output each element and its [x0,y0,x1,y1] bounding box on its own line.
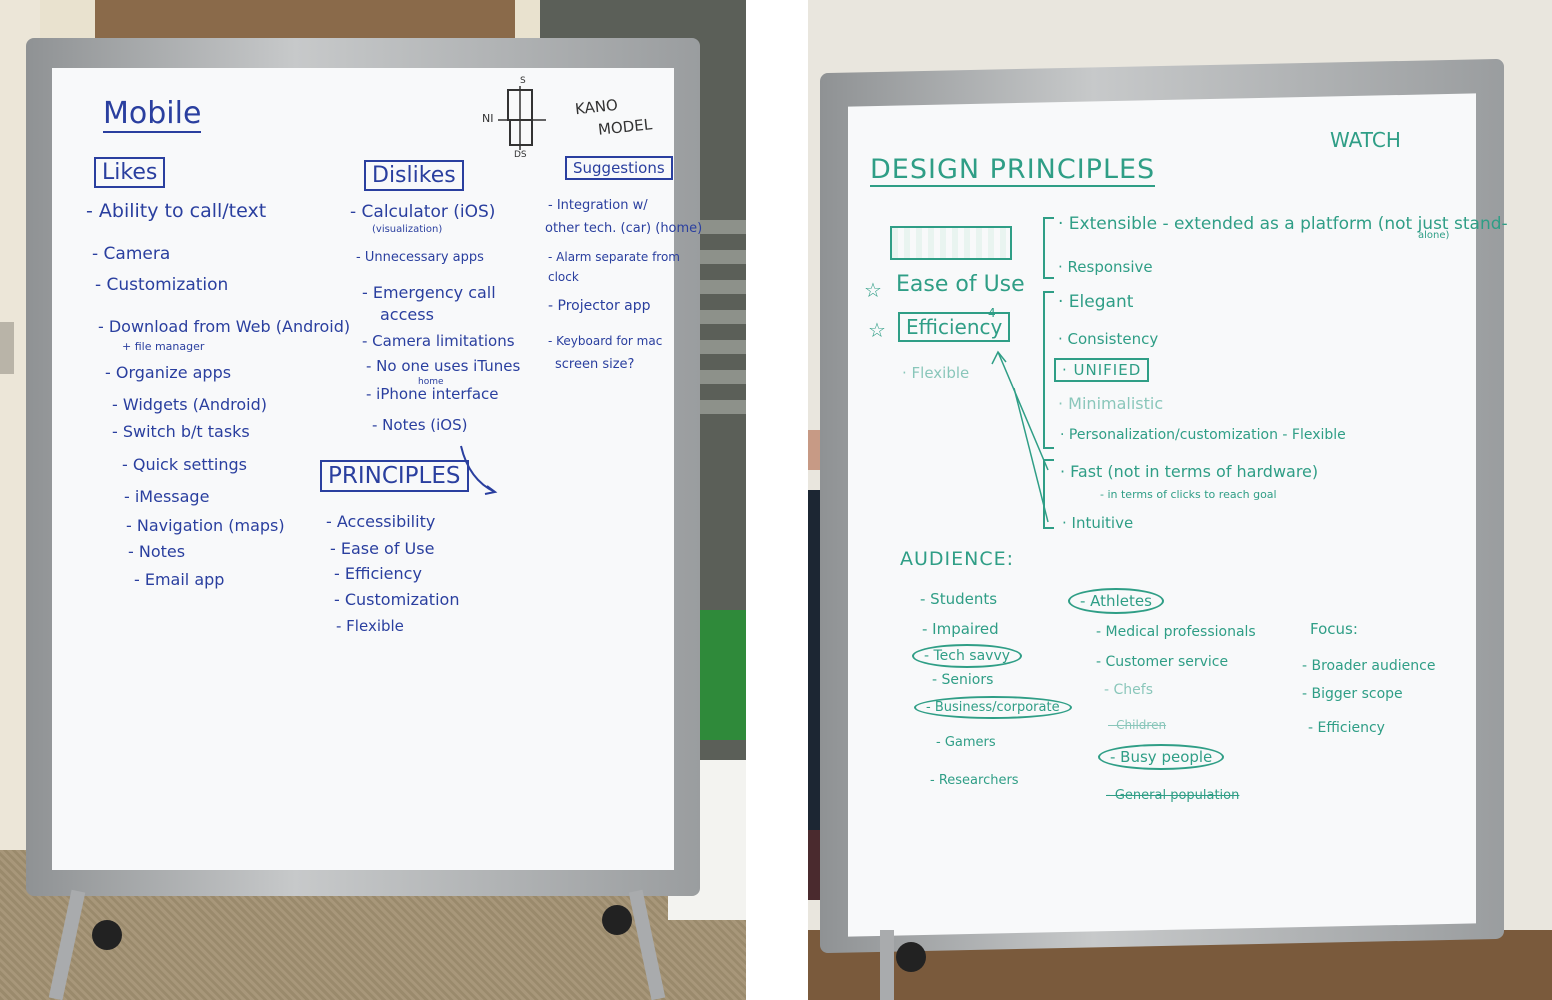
left-photo: Mobile S NI DS KANO MODEL Likes - Abilit… [0,0,746,1000]
dislikes-item: - Notes (iOS) [372,416,468,434]
board-wheel [896,942,926,972]
principle-item: · Extensible - extended as a platform (n… [1058,214,1508,234]
iphone-note: home [418,377,444,387]
principle-item: · Fast (not in terms of hardware) [1060,462,1319,481]
likes-item: - Camera [92,244,171,264]
audience-item-circled: - Business/corporate [914,696,1072,719]
arrow-icon [991,350,1049,523]
principle-item: · Consistency [1058,330,1159,348]
bracket-lines [1043,217,1054,529]
principle-item: · Minimalistic [1058,394,1164,413]
likes-item: - Ability to call/text [86,200,267,222]
dislikes-item-note: (visualization) [372,224,443,235]
audience-item: - Chefs [1104,682,1153,698]
dislikes-item-cont: access [380,305,434,324]
watch-label: WATCH [1330,128,1401,152]
dislikes-item: - No one uses iTunes [366,357,521,375]
focus-item: - Efficiency [1308,720,1385,736]
likes-item: - iMessage [124,487,210,506]
principle-item-cont: alone) [1418,230,1450,241]
likes-item: - Widgets (Android) [112,395,267,414]
audience-item-circled: - Tech savvy [912,644,1023,668]
board-leg [880,930,894,1000]
audience-item-circled: - Busy people [1098,744,1225,770]
board-wheel [602,905,632,935]
likes-header: Likes [94,157,166,188]
audience-header: AUDIENCE: [900,548,1015,570]
efficiency-superscript: 4 [988,306,996,320]
principles-header: PRINCIPLES [320,460,469,492]
efficiency-boxed: Efficiency [898,312,1011,342]
board-title: DESIGN PRINCIPLES [870,154,1156,187]
board-title: Mobile [103,96,202,133]
audience-item: - Researchers [930,773,1019,788]
audience-item: - Customer service [1096,654,1229,670]
flexible-smudged: · Flexible [902,364,970,382]
suggestions-item-cont: other tech. (car) (home) [545,221,703,236]
door [95,0,515,40]
dislikes-header: Dislikes [364,160,464,191]
wall-outlet [0,322,14,374]
likes-item: - Email app [134,570,225,589]
ease-of-use: Ease of Use [896,272,1025,297]
kano-ds-label: DS [514,150,527,160]
dislikes-item: - Calculator (iOS) [350,202,496,222]
kano-ni-label: NI [482,112,494,125]
likes-item: - Switch b/t tasks [112,422,250,441]
star-icon: ☆ [864,278,882,302]
likes-item: - Download from Web (Android) [98,317,351,336]
suggestions-item: - Integration w/ [548,198,648,213]
principle-item-unified: · UNIFIED [1054,358,1150,382]
audience-item: - Students [920,590,998,608]
principle-item: · Personalization/customization - Flexib… [1060,427,1346,443]
suggestions-item: - Projector app [548,298,651,314]
dislikes-item: - Emergency call [362,283,496,302]
likes-item: - Customization [95,275,229,295]
principle-item: · Elegant [1058,292,1134,312]
likes-item: - Navigation (maps) [126,516,285,535]
likes-item-note: + file manager [122,340,205,353]
principle-item-note: - in terms of clicks to reach goal [1100,488,1277,501]
right-photo: DESIGN PRINCIPLES WATCH ☆ Ease of Use ☆ … [808,0,1552,1000]
principles-item: - Customization [334,590,460,609]
redacted-word [890,226,1012,260]
focus-header: Focus: [1310,620,1358,638]
kano-sketch [498,86,546,150]
principles-item: - Efficiency [334,564,422,583]
audience-item-struck: - General population [1106,788,1240,803]
audience-item: - Medical professionals [1096,624,1256,640]
star-icon: ☆ [868,318,886,342]
focus-item: - Bigger scope [1302,686,1403,702]
suggestions-item-cont: clock [548,270,579,284]
principle-item: · Intuitive [1062,514,1134,532]
suggestions-item: - Alarm separate from [548,250,680,264]
audience-item-circled: - Athletes [1068,588,1164,614]
dislikes-item: - Unnecessary apps [356,250,484,265]
principle-item: · Responsive [1058,258,1153,276]
audience-item: - Gamers [936,735,996,750]
suggestions-item-cont: screen size? [555,357,635,372]
focus-item: - Broader audience [1302,658,1436,674]
principles-item: - Flexible [336,617,404,635]
dislikes-item: - iPhone interface [366,385,499,403]
board-wheel [92,920,122,950]
audience-item-struck: - Children [1108,718,1167,732]
principles-item: - Accessibility [326,512,436,531]
whiteboard-left [52,68,674,870]
likes-item: - Organize apps [105,363,232,382]
principles-item: - Ease of Use [330,539,435,558]
likes-item: - Quick settings [122,455,247,474]
dislikes-item: - Camera limitations [362,332,515,350]
suggestions-header: Suggestions [565,156,673,180]
audience-item: - Seniors [932,672,994,688]
suggestions-item: - Keyboard for mac [548,334,663,348]
kano-s-label: S [520,76,526,86]
likes-item: - Notes [128,542,186,561]
arrow-icon [460,445,498,495]
audience-item: - Impaired [922,620,999,638]
